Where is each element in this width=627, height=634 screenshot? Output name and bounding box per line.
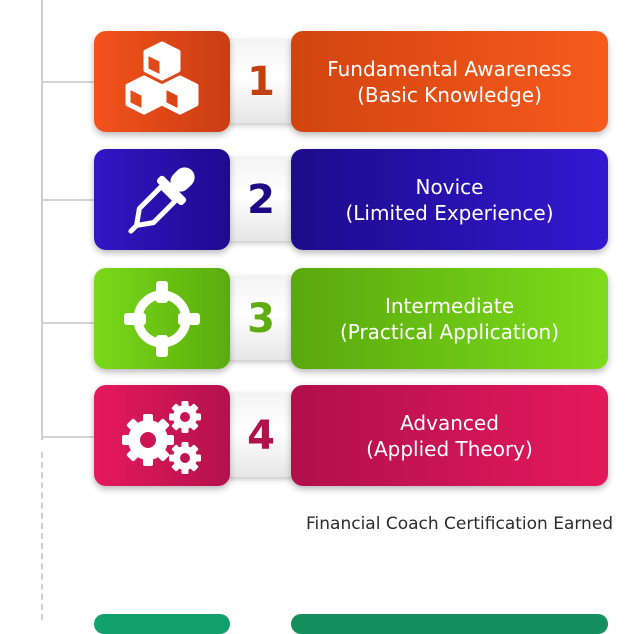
level-3-label-box: Intermediate (Practical Application) bbox=[291, 268, 608, 369]
cubes-icon bbox=[125, 41, 199, 114]
level-3-icon-box bbox=[94, 268, 230, 369]
level-4-card: 4 Advanced (Applied Theory) bbox=[94, 385, 608, 486]
level-2-label-box: Novice (Limited Experience) bbox=[291, 149, 608, 250]
level-1-icon-box bbox=[94, 31, 230, 132]
level-2-subtitle: (Limited Experience) bbox=[345, 200, 554, 225]
level-3-card: 3 Intermediate (Practical Application) bbox=[94, 268, 608, 369]
next-level-icon-box bbox=[94, 614, 230, 634]
connector-line-1 bbox=[41, 81, 97, 83]
level-1-subtitle: (Basic Knowledge) bbox=[357, 82, 542, 107]
next-level-label-box bbox=[291, 614, 608, 634]
level-4-icon-box bbox=[94, 385, 230, 486]
level-3-number: 3 bbox=[247, 295, 275, 342]
connector-line-4 bbox=[41, 436, 97, 438]
level-3-title: Intermediate bbox=[384, 293, 515, 318]
timeline-dashed-line bbox=[41, 452, 43, 620]
crosshair-icon bbox=[124, 280, 200, 357]
level-4-label-box: Advanced (Applied Theory) bbox=[291, 385, 608, 486]
dropper-icon bbox=[128, 166, 195, 234]
level-1-number: 1 bbox=[247, 58, 275, 105]
connector-line-3 bbox=[41, 322, 97, 324]
level-1-card: 1 Fundamental Awareness (Basic Knowledge… bbox=[94, 31, 608, 132]
level-3-subtitle: (Practical Application) bbox=[339, 319, 560, 344]
connector-line-2 bbox=[41, 199, 97, 201]
level-2-icon-box bbox=[94, 149, 230, 250]
level-1-title: Fundamental Awareness bbox=[327, 56, 572, 81]
level-4-title: Advanced bbox=[400, 410, 499, 435]
level-1-label-box: Fundamental Awareness (Basic Knowledge) bbox=[291, 31, 608, 132]
level-2-number: 2 bbox=[247, 176, 275, 223]
certification-caption: Financial Coach Certification Earned bbox=[306, 514, 614, 534]
level-4-subtitle: (Applied Theory) bbox=[366, 436, 533, 461]
level-2-title: Novice bbox=[415, 174, 484, 199]
gears-icon bbox=[122, 400, 201, 474]
timeline-line bbox=[41, 0, 43, 440]
level-2-card: 2 Novice (Limited Experience) bbox=[94, 149, 608, 250]
level-4-number: 4 bbox=[247, 412, 275, 459]
